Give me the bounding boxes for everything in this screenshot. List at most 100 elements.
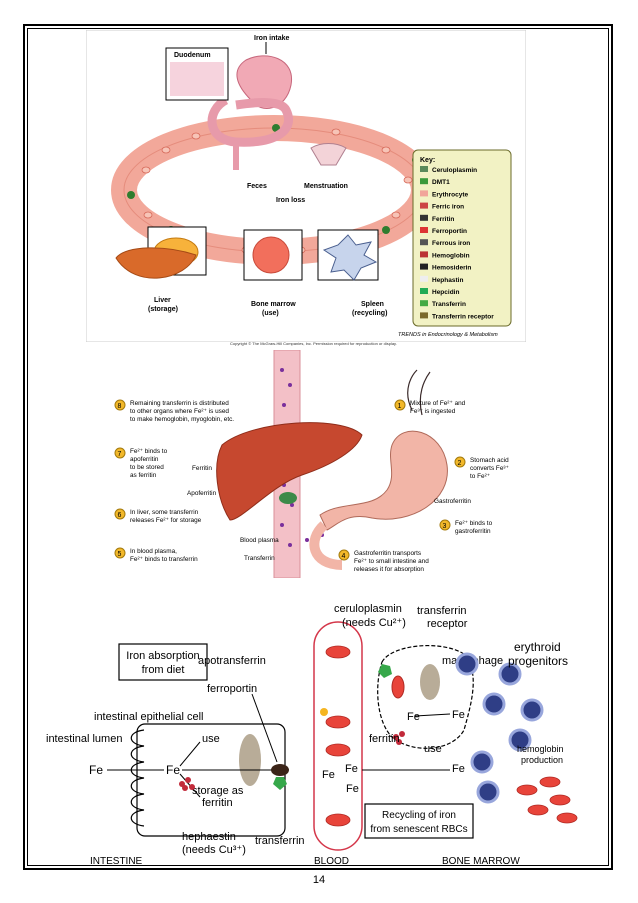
apoferritin-label: Apoferritin xyxy=(187,490,217,497)
bone-marrow-section-label: BONE MARROW xyxy=(442,856,520,866)
key-item: Hemosiderin xyxy=(432,265,471,272)
step-5-text: In blood plasma,Fe²⁺ binds to transferri… xyxy=(130,548,198,563)
spleen-sub-label: (recycling) xyxy=(352,310,387,317)
step-5: 5 In blood plasma,Fe²⁺ binds to transfer… xyxy=(114,547,198,563)
red-blood-cells xyxy=(325,645,351,827)
key-item: Ferric iron xyxy=(432,204,464,211)
hephaestin-label: hephaestin xyxy=(182,831,236,843)
svg-text:2: 2 xyxy=(458,460,462,467)
key-item: Ceruloplasmin xyxy=(432,167,477,174)
fe-lumen-label: Fe xyxy=(89,763,103,777)
ferroportin-label: ferroportin xyxy=(207,683,257,695)
key-swatch xyxy=(420,166,428,172)
blood-section-label: BLOOD xyxy=(314,856,349,866)
key-swatch xyxy=(420,190,428,197)
apotransferrin-dot xyxy=(320,708,328,716)
page-border-inner xyxy=(27,28,609,866)
needs-cu-label: (needs Cu²⁺) xyxy=(342,617,406,629)
key-item: Hephastin xyxy=(432,277,463,284)
recycling-label-2: from senescent RBCs xyxy=(370,824,467,835)
ferritin-label: ferritin xyxy=(369,733,400,745)
key-swatch xyxy=(420,275,428,282)
key-item: Transferrin receptor xyxy=(432,313,494,320)
storage-label-1: storage as xyxy=(192,785,244,797)
hemoglobin-label-1: hemoglobin xyxy=(517,744,564,754)
box-title-line-2: from diet xyxy=(142,664,185,676)
iron-loss-label: Iron loss xyxy=(276,197,305,204)
key-item: Ferrous iron xyxy=(432,240,470,247)
page-border-outer xyxy=(23,24,613,870)
key-item: Hemoglobin xyxy=(432,252,470,259)
erythroid-cells xyxy=(455,652,544,804)
blood-vessel xyxy=(313,621,363,851)
needs-cu3-label: (needs Cu³⁺) xyxy=(182,844,246,856)
svg-text:5: 5 xyxy=(118,551,122,558)
key-item: DMT1 xyxy=(432,179,450,186)
ferritin-label: Ferritin xyxy=(192,465,212,472)
svg-text:6: 6 xyxy=(118,512,122,519)
spleen-label: Spleen xyxy=(361,301,384,308)
key-swatch xyxy=(420,288,428,294)
fe-blood-2: Fe xyxy=(345,763,358,775)
storage-label-2: ferritin xyxy=(202,797,233,809)
recycling-box xyxy=(364,803,474,839)
apotransferrin-label: apotransferrin xyxy=(198,655,266,667)
receptor-label-1: transferrin xyxy=(417,605,467,617)
fe-cell-label: Fe xyxy=(166,763,180,777)
ferritin-cluster xyxy=(179,777,195,791)
intestine-section-label: INTESTINE xyxy=(90,856,143,866)
key-item: Transferrin xyxy=(432,301,466,308)
key-swatch xyxy=(420,178,428,185)
key-item: Ferroportin xyxy=(432,228,467,235)
key-swatch xyxy=(420,263,428,270)
liver-sub-label: (storage) xyxy=(148,306,178,313)
key-swatch xyxy=(420,202,428,209)
new-rbcs xyxy=(516,776,578,824)
uterus xyxy=(310,143,347,166)
copyright-text: Copyright © The McGraw-Hill Companies, I… xyxy=(230,341,397,346)
iron-absorption-box xyxy=(118,643,208,681)
svg-text:7: 7 xyxy=(118,451,122,458)
hephaestin-shape xyxy=(273,777,287,790)
fe-marrow-2: Fe xyxy=(452,763,465,775)
svg-text:3: 3 xyxy=(443,523,447,530)
box-title-line-1: Iron absorption xyxy=(126,650,199,662)
fe-blood-3: Fe xyxy=(346,783,359,795)
key-swatch xyxy=(420,214,428,221)
key-swatch xyxy=(420,300,428,307)
iron-cycle-figure: Iron intake Duodenum Feces Menstruation … xyxy=(86,30,526,342)
erythroid-label-2: progenitors xyxy=(508,654,568,668)
duodenum-label: Duodenum xyxy=(174,52,211,59)
intestine xyxy=(207,95,293,147)
fe-macrophage: Fe xyxy=(407,711,420,723)
ferroportin-shape xyxy=(271,764,289,776)
key-item: Ferritin xyxy=(432,216,454,223)
feces-label: Feces xyxy=(247,183,267,190)
key-swatch xyxy=(420,227,428,233)
use-label: use xyxy=(202,733,220,745)
key-item: Hepcidin xyxy=(432,289,459,296)
liver-shape xyxy=(216,422,363,521)
receptor-label-2: receptor xyxy=(427,618,468,630)
iron-recycling-figure: Iron absorption from diet intestinal epi… xyxy=(46,603,578,866)
bone-marrow-label: Bone marrow xyxy=(251,301,296,308)
ceruloplasmin-label: ceruloplasmin xyxy=(334,603,402,615)
svg-text:8: 8 xyxy=(118,403,122,410)
transferrin-label: Transferrin xyxy=(244,555,275,562)
liver-shape xyxy=(115,247,197,279)
key-title: Key: xyxy=(420,157,435,164)
ceruloplasmin-shape xyxy=(378,664,392,678)
macrophage-use-label: use xyxy=(424,743,442,755)
fe-blood-1: Fe xyxy=(322,769,335,781)
iron-intake-label: Iron intake xyxy=(254,35,290,42)
